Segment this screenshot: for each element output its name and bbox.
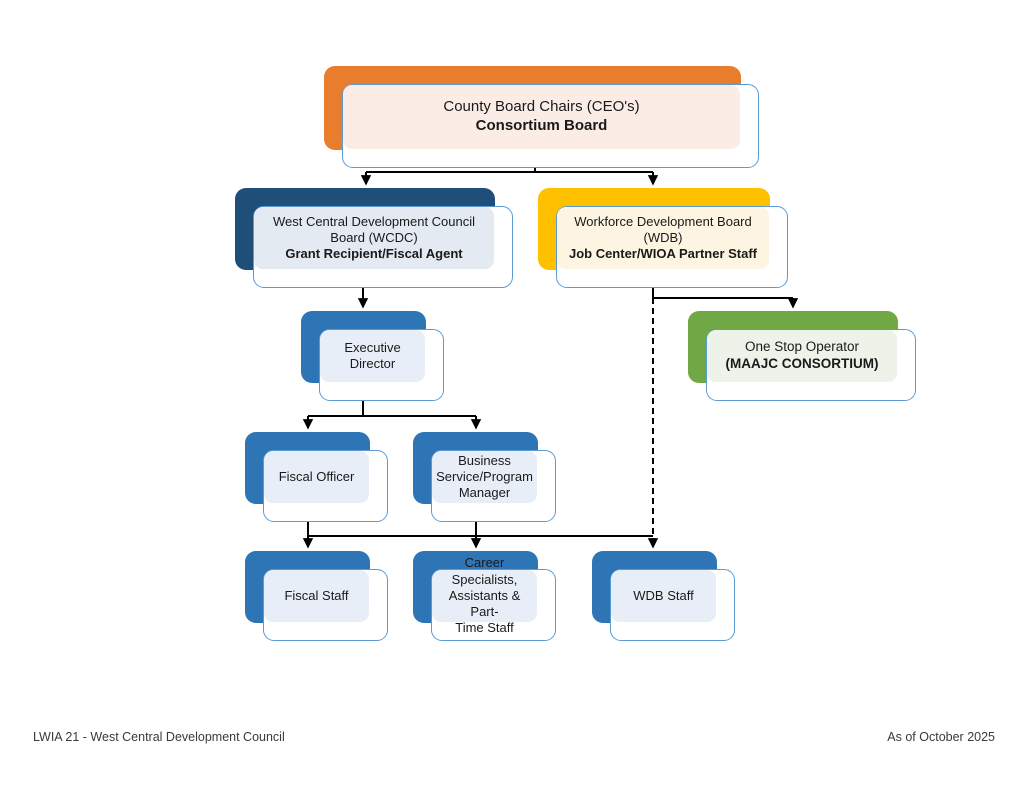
- node-fill: [611, 570, 716, 622]
- node-label-line: Job Center/WIOA Partner Staff: [568, 246, 758, 262]
- node-label-line: West Central Development Council: [272, 213, 476, 229]
- node-label: WDB Staff: [611, 570, 716, 622]
- node-label-line: Workforce Development Board: [574, 213, 752, 229]
- node-label-line: Business: [458, 452, 511, 468]
- node-fill: [432, 570, 537, 622]
- node-fill: [264, 570, 369, 622]
- node-fiscal-staff[interactable]: Fiscal Staff: [245, 551, 388, 641]
- node-label-line: Assistants & Part-: [448, 587, 521, 620]
- node-label-line: Service/Program: [436, 468, 533, 484]
- node-label-line: Executive Director: [344, 339, 401, 371]
- node-fill: [320, 330, 425, 382]
- node-career-specialists[interactable]: Career Specialists,Assistants & Part-Tim…: [413, 551, 556, 641]
- node-fill: [254, 207, 494, 269]
- node-wdb-staff[interactable]: WDB Staff: [592, 551, 735, 641]
- node-label-line: (WDB): [643, 229, 683, 245]
- node-label-line: County Board Chairs (CEO's): [443, 98, 640, 116]
- node-fill: [707, 330, 897, 382]
- node-label-line: Grant Recipient/Fiscal Agent: [285, 246, 463, 262]
- node-fiscal-officer[interactable]: Fiscal Officer: [245, 432, 388, 522]
- node-label: Executive Director: [320, 330, 425, 382]
- node-label: One Stop Operator(MAAJC CONSORTIUM): [707, 330, 897, 382]
- footer-organization-label: LWIA 21 - West Central Development Counc…: [33, 730, 285, 744]
- node-fill: [557, 207, 769, 269]
- connector-wdb-to-one-stop-operator: [652, 288, 799, 309]
- node-consortium-board[interactable]: County Board Chairs (CEO's)Consortium Bo…: [324, 66, 759, 168]
- node-one-stop-operator[interactable]: One Stop Operator(MAAJC CONSORTIUM): [688, 311, 916, 401]
- connector-executive-director-to-managers: [302, 401, 482, 430]
- node-label-line: Consortium Board: [475, 117, 608, 134]
- node-fill: [432, 451, 537, 503]
- node-label: County Board Chairs (CEO's)Consortium Bo…: [343, 85, 740, 149]
- node-fill: [343, 85, 740, 149]
- node-label-line: Time Staff: [455, 620, 514, 636]
- node-label-line: WDB Staff: [633, 587, 694, 603]
- node-fill: [264, 451, 369, 503]
- node-label-line: Fiscal Officer: [278, 468, 355, 484]
- node-workforce-development-board[interactable]: Workforce Development Board(WDB)Job Cent…: [538, 188, 788, 288]
- node-label: Fiscal Staff: [264, 570, 369, 622]
- node-label: Fiscal Officer: [264, 451, 369, 503]
- node-label-line: Manager: [458, 485, 511, 501]
- node-label-line: Career Specialists,: [451, 555, 518, 587]
- node-label-line: Fiscal Staff: [284, 587, 349, 603]
- node-label-line: (MAAJC CONSORTIUM): [725, 356, 879, 371]
- node-label: Workforce Development Board(WDB)Job Cent…: [557, 207, 769, 269]
- footer-date-label: As of October 2025: [887, 730, 995, 744]
- connector-managers-to-staff: [302, 522, 653, 549]
- node-label-line: One Stop Operator: [744, 339, 860, 355]
- node-label: Career Specialists,Assistants & Part-Tim…: [432, 555, 537, 635]
- node-executive-director[interactable]: Executive Director: [301, 311, 444, 401]
- node-label-line: Board (WCDC): [330, 229, 418, 245]
